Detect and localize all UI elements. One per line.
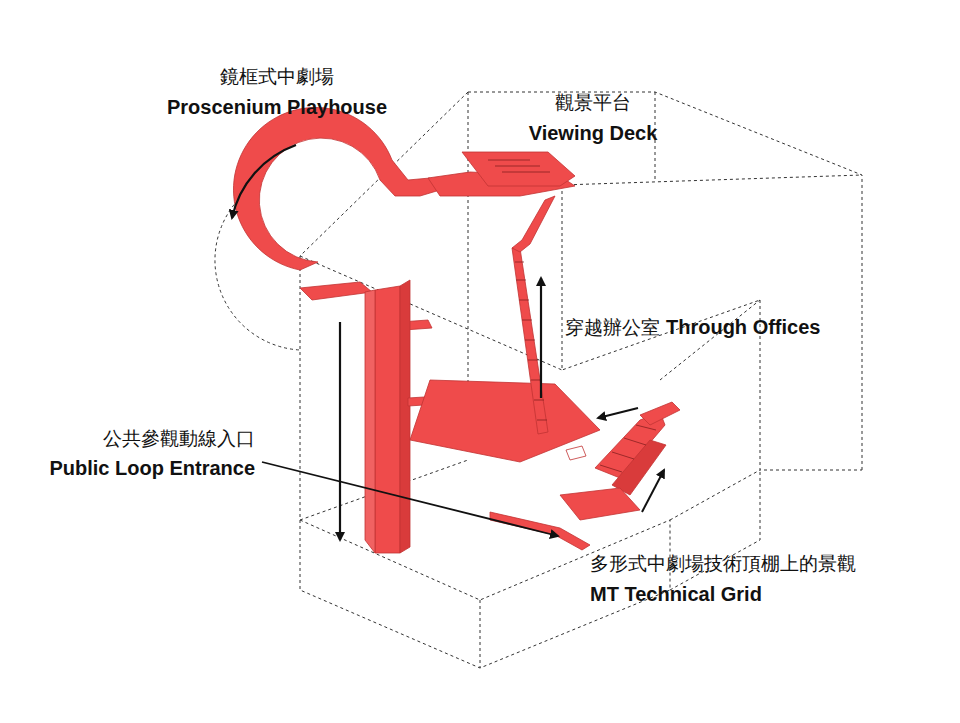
wireframe xyxy=(215,92,862,668)
stair-treads xyxy=(488,160,656,472)
annotation-label: Viewing Deck xyxy=(529,122,658,145)
annotation-label: 鏡框式中劇場 xyxy=(220,66,334,88)
annotation-label: Public Loop Entrance xyxy=(49,457,255,480)
public-loop-path xyxy=(233,107,680,553)
flow-arrows xyxy=(232,145,664,540)
annotation-label: 穿越辦公室 xyxy=(565,317,660,339)
annotation-label: 公共參觀動線入口 xyxy=(103,428,255,450)
annotation-label: Through Offices xyxy=(666,316,820,339)
annotation-label: 多形式中劇場技術頂棚上的景觀 xyxy=(590,553,856,575)
annotation-label: MT Technical Grid xyxy=(590,583,762,606)
annotation-label: 觀景平台 xyxy=(555,92,631,114)
annotation-label: Proscenium Playhouse xyxy=(167,96,387,119)
